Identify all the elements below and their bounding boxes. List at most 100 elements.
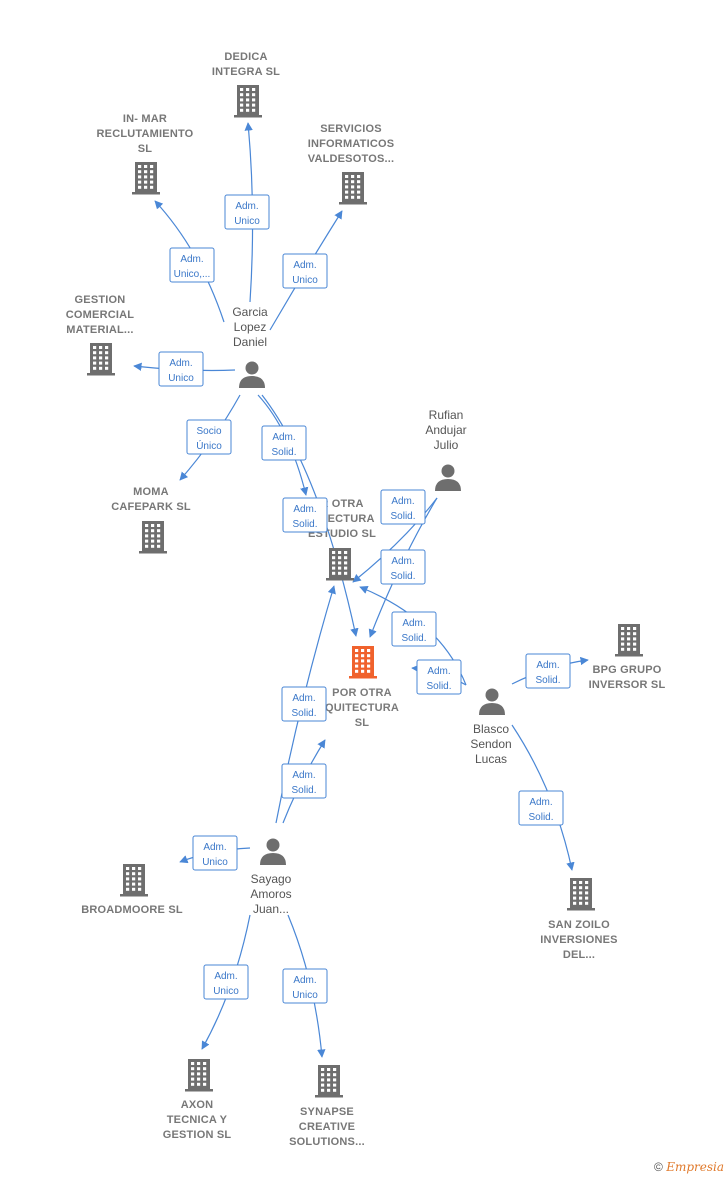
building-window [99,366,103,370]
building-window [367,654,371,658]
brand-logo[interactable]: Empresia [666,1160,724,1174]
node-label-line: R OTRA [320,498,363,510]
building-window [138,872,142,876]
building-window [191,1072,195,1076]
building-window [621,637,625,641]
building-window [332,561,336,565]
building-window [151,539,155,543]
edge-label-box [158,351,204,387]
building-window [126,867,130,870]
edge-label-sayago-porotra_estudio[interactable]: Adm.Solid. [281,686,327,722]
edge-label-sayago-synapse[interactable]: Adm.Unico [282,968,328,1004]
company-node-synapse[interactable]: SYNAPSECREATIVESOLUTIONS... [289,1065,365,1148]
building-window [357,190,361,194]
building-window [357,195,361,199]
building-window [138,882,142,886]
building-window [93,351,97,355]
edge-label-garcia-inmar[interactable]: Adm.Unico,... [169,247,215,283]
building-window [145,524,149,527]
building-base [132,192,160,195]
edge-label-box [282,968,328,1004]
building-base [315,1095,343,1098]
building-window [344,566,348,570]
person-head [266,838,280,852]
node-label-line: GESTION SL [163,1129,232,1141]
building-window [246,93,250,97]
edge-label-sayago-axon[interactable]: Adm.Unico [203,964,249,1000]
edge-label-text: Adm. [402,618,425,629]
building-window [579,896,583,900]
building-icon [120,864,148,897]
edge-label-box [281,763,327,799]
edge-label-garcia-porotra_estudio[interactable]: Adm.Solid. [261,425,307,461]
company-node-gestion[interactable]: GESTIONCOMERCIALMATERIAL... [66,294,134,376]
edge-label-blasco-sanzoilo[interactable]: Adm.Solid. [518,790,564,826]
edge-label-sayago-central[interactable]: Adm.Solid. [281,763,327,799]
edge-label-garcia-central[interactable]: Adm.Solid. [282,497,328,533]
building-window [126,877,130,881]
edge-label-blasco-bpg[interactable]: Adm.Solid. [525,653,571,689]
building-window [585,901,589,905]
building-base [339,202,367,205]
building-window [338,571,342,575]
node-label-line: Lucas [475,752,507,766]
edge-label-rufian-central[interactable]: Adm.Solid. [380,549,426,585]
company-node-broadmoore[interactable]: BROADMOORE SL [81,864,183,916]
edge-label-garcia-gestion[interactable]: Adm.Unico [158,351,204,387]
edge-label-text: Socio [196,426,221,437]
edge-label-text: Adm. [391,556,414,567]
edge-label-blasco-central[interactable]: Adm.Solid. [416,659,462,695]
building-window [351,195,355,199]
building-window [361,654,365,658]
building-window [132,887,136,891]
building-window [321,1088,325,1092]
edge-label-text: Solid. [291,785,316,796]
person-body [479,703,505,715]
building-window [150,185,154,189]
building-window [573,886,577,890]
edge-label-box [282,253,328,289]
building-window [338,566,342,570]
person-node-sayago[interactable]: SayagoAmorosJuan... [250,838,292,917]
building-window [333,1083,337,1087]
node-label-line: MATERIAL... [66,324,133,336]
edge-label-text: Adm. [214,971,237,982]
building-window [345,195,349,199]
company-node-servicios[interactable]: SERVICIOSINFORMATICOSVALDESOTOS... [308,123,395,205]
edge-label-text: Solid. [292,519,317,530]
edge-label-text: Solid. [401,633,426,644]
node-label-line: INVERSOR SL [589,679,666,691]
building-window [252,108,256,112]
edge-label-text: Solid. [535,675,560,686]
edge-label-blasco-porotra_estudio[interactable]: Adm. Solid. [391,611,437,647]
edge-label-box [186,419,232,455]
building-window [197,1067,201,1071]
edge-garcia-central [261,394,359,637]
company-node-sanzoilo[interactable]: SAN ZOILOINVERSIONESDEL... [540,878,617,961]
edge-label-sayago-broadmoore[interactable]: Adm.Unico [192,835,238,871]
building-window [132,882,136,886]
building-window [126,887,130,891]
node-label-line: Juan... [253,902,289,916]
edge-label-box [380,489,426,525]
edge-label-rufian-porotra_estudio[interactable]: Adm.Solid. [380,489,426,525]
node-label-line: SERVICIOS [320,123,382,135]
edge-label-garcia-dedica[interactable]: Adm.Unico [224,194,270,230]
building-window [138,867,142,870]
building-icon [315,1065,343,1098]
building-window [627,647,631,651]
building-window [151,529,155,533]
edge-label-garcia-servicios[interactable]: Adm.Unico [282,253,328,289]
building-window [627,637,631,641]
building-window [367,659,371,663]
